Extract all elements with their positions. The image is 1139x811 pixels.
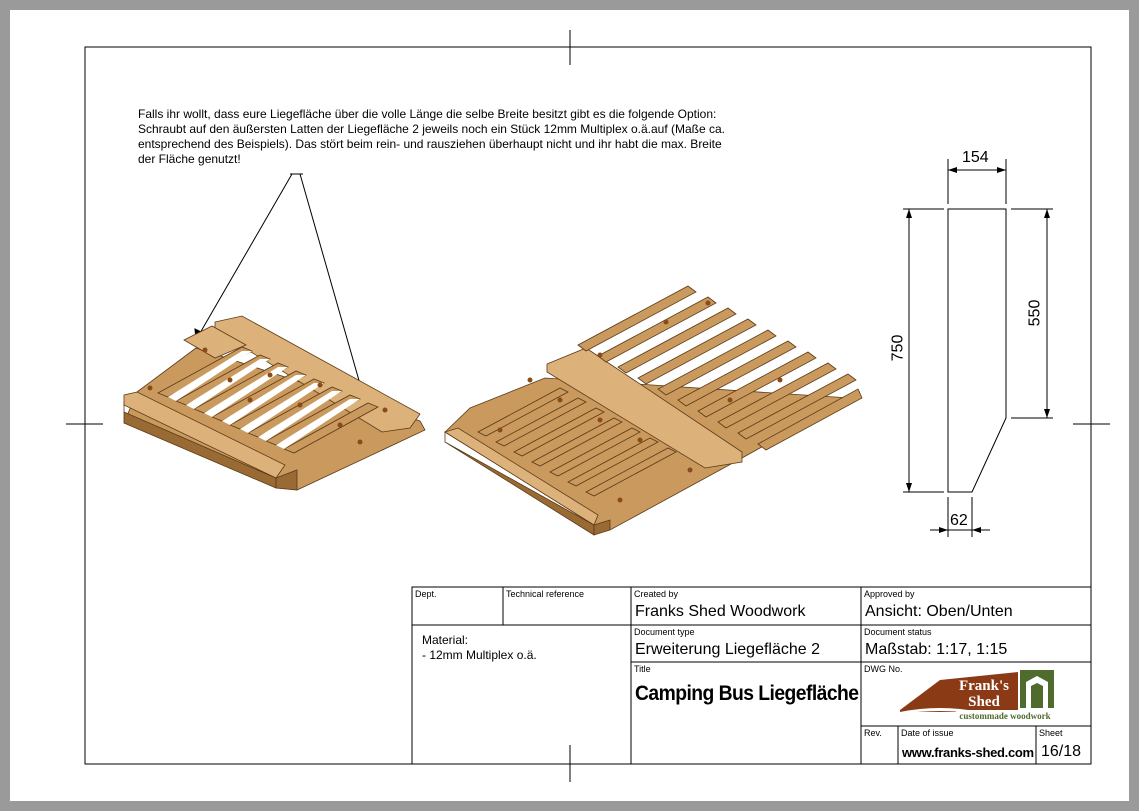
- logo-line2: Shed: [968, 694, 1000, 710]
- dimension-top: 154: [962, 149, 989, 166]
- profile-view: [903, 159, 1053, 537]
- logo-line1: Frank's: [959, 678, 1009, 694]
- material-label: Material:: [422, 633, 469, 647]
- dimension-right: 550: [1026, 299, 1044, 327]
- approved-by-cell: Approved by Ansicht: Oben/Unten: [861, 587, 1091, 625]
- dwg-number-label: DWG No.: [864, 664, 903, 674]
- dept-label: Dept.: [415, 589, 437, 599]
- dimension-bottom: 62: [950, 512, 968, 529]
- technical-reference-label: Technical reference: [506, 589, 585, 599]
- created-by-cell: Created by Franks Shed Woodwork: [631, 587, 861, 625]
- website-link[interactable]: www.franks-shed.com: [902, 745, 1034, 760]
- title-label: Title: [634, 664, 651, 674]
- document-type-value: Erweiterung Liegefläche 2: [635, 641, 821, 658]
- date-of-issue-label: Date of issue: [901, 728, 954, 738]
- dimension-left: 750: [889, 334, 907, 362]
- sheet-label: Sheet: [1039, 728, 1063, 738]
- bed-frame-right: [444, 285, 863, 536]
- sheet-number: 16/18: [1041, 743, 1082, 760]
- document-status-cell: Document status Maßstab: 1:17, 1:15: [861, 625, 1091, 662]
- document-type-label: Document type: [634, 627, 695, 637]
- option-note: Falls ihr wollt, dass eure Liegefläche ü…: [138, 107, 788, 167]
- drawing-title: Camping Bus Liegefläche: [635, 682, 859, 705]
- note-line: Schraubt auf den äußersten Latten der Li…: [138, 122, 725, 136]
- created-by-label: Created by: [634, 589, 679, 599]
- material-value: - 12mm Multiplex o.ä.: [422, 648, 537, 662]
- note-line: Falls ihr wollt, dass eure Liegefläche ü…: [138, 107, 717, 121]
- dimension-arrows: [906, 167, 1050, 533]
- logo-tagline: custommade woodwork: [959, 711, 1050, 721]
- note-line: der Fläche genutzt!: [138, 152, 241, 166]
- note-line: entsprechend des Beispiels). Das stört b…: [138, 137, 722, 151]
- document-type-cell: Document type Erweiterung Liegefläche 2: [631, 625, 861, 662]
- document-status-value: Maßstab: 1:17, 1:15: [865, 641, 1008, 658]
- approved-by-label: Approved by: [864, 589, 915, 599]
- title-block-grid: [411, 586, 1092, 765]
- bed-frame-left: [123, 315, 426, 491]
- created-by-value: Franks Shed Woodwork: [635, 603, 806, 620]
- approved-by-value: Ansicht: Oben/Unten: [865, 603, 1013, 620]
- franks-shed-logo-icon: Frank's Shed custommade woodwork: [900, 670, 1054, 721]
- material-info: Material: - 12mm Multiplex o.ä.: [422, 633, 537, 663]
- document-status-label: Document status: [864, 627, 932, 637]
- revision-label: Rev.: [864, 728, 882, 738]
